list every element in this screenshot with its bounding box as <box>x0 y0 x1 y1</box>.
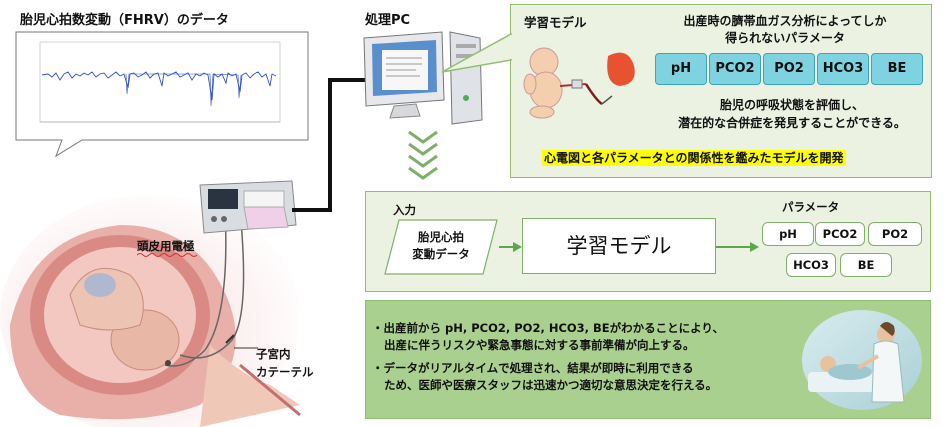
input-data-text: 胎児心拍 変動データ <box>397 229 485 263</box>
benefit-1: ・出産前から pH, PCO2, PO2, HCO3, BEがわかることにより、… <box>372 320 724 354</box>
callout-pointer <box>441 32 512 73</box>
learning-model-title: 学習モデル <box>524 15 587 30</box>
param-po2: PO2 <box>763 53 815 85</box>
fhrv-chart-bubble <box>15 31 309 158</box>
catheter-label-line2: カテーテル <box>256 365 314 379</box>
flow-param-be: BE <box>840 253 892 277</box>
param-description: 胎児の呼吸状態を評価し、 潜在的な合併症を発見することができる。 <box>660 96 924 132</box>
flow-param-po2: PO2 <box>868 222 922 246</box>
electrode-label: 頭皮用電極 <box>137 239 195 253</box>
flow-param-pco2: PCO2 <box>815 222 865 246</box>
param-ph: pH <box>655 53 707 85</box>
learning-model-panel <box>510 4 932 178</box>
connector-line <box>292 78 366 212</box>
param-be: BE <box>871 53 923 85</box>
param-heading-line1: 出産時の臍帯血ガス分析によってしか <box>683 14 887 28</box>
param-pco2: PCO2 <box>709 53 761 85</box>
flow-param-hco3: HCO3 <box>786 253 836 277</box>
doctor-patient-illustration <box>802 310 922 410</box>
catheter-label: 子宮内 カテーテル <box>256 345 314 381</box>
model-box: 学習モデル <box>522 218 716 274</box>
param-hco3: HCO3 <box>817 53 869 85</box>
param-heading: 出産時の臍帯血ガス分析によってしか 得られないパラメータ <box>650 13 920 47</box>
fhrv-trace <box>41 71 277 101</box>
benefit-1-line2: 出産に伴うリスクや緊急事態に対する事前準備が向上する。 <box>384 338 695 352</box>
model-highlight: 心電図と各パラメータとの関係性を鑑みたモデルを開発 <box>542 150 846 166</box>
fetal-monitor <box>199 180 297 234</box>
down-chevron-icon <box>408 130 438 180</box>
param-description-line2: 潜在的な合併症を発見することができる。 <box>678 116 906 130</box>
params-label: パラメータ <box>782 200 840 214</box>
input-shape <box>384 219 498 275</box>
fhrv-title: 胎児心拍数変動（FHRV）のデータ <box>20 13 229 28</box>
baby-illustration <box>523 47 635 119</box>
arrow-right-icon <box>716 242 759 252</box>
pc-title: 処理PC <box>365 13 411 28</box>
input-data-line1: 胎児心拍 <box>418 230 464 244</box>
benefit-2: ・データがリアルタイムで処理され、結果が即時に利用できる ため、医師や医療スタッ… <box>372 360 717 394</box>
input-label: 入力 <box>393 203 416 217</box>
param-description-line1: 胎児の呼吸状態を評価し、 <box>719 98 864 112</box>
catheter-label-line1: 子宮内 <box>256 347 291 361</box>
benefit-2-line2: ため、医師や医療スタッフは迅速かつ適切な意思決定を行える。 <box>384 378 718 392</box>
benefit-2-line1: ・データがリアルタイムで処理され、結果が即時に利用できる <box>372 361 694 375</box>
pregnancy-illustration <box>0 195 301 427</box>
input-data-line2: 変動データ <box>412 247 470 261</box>
param-heading-line2: 得られないパラメータ <box>725 31 845 45</box>
computer-icon <box>363 31 483 125</box>
benefit-1-line1: ・出産前から pH, PCO2, PO2, HCO3, BEがわかることにより、 <box>372 321 724 335</box>
flow-param-ph: pH <box>762 222 814 246</box>
arrow-right-icon <box>499 242 522 252</box>
